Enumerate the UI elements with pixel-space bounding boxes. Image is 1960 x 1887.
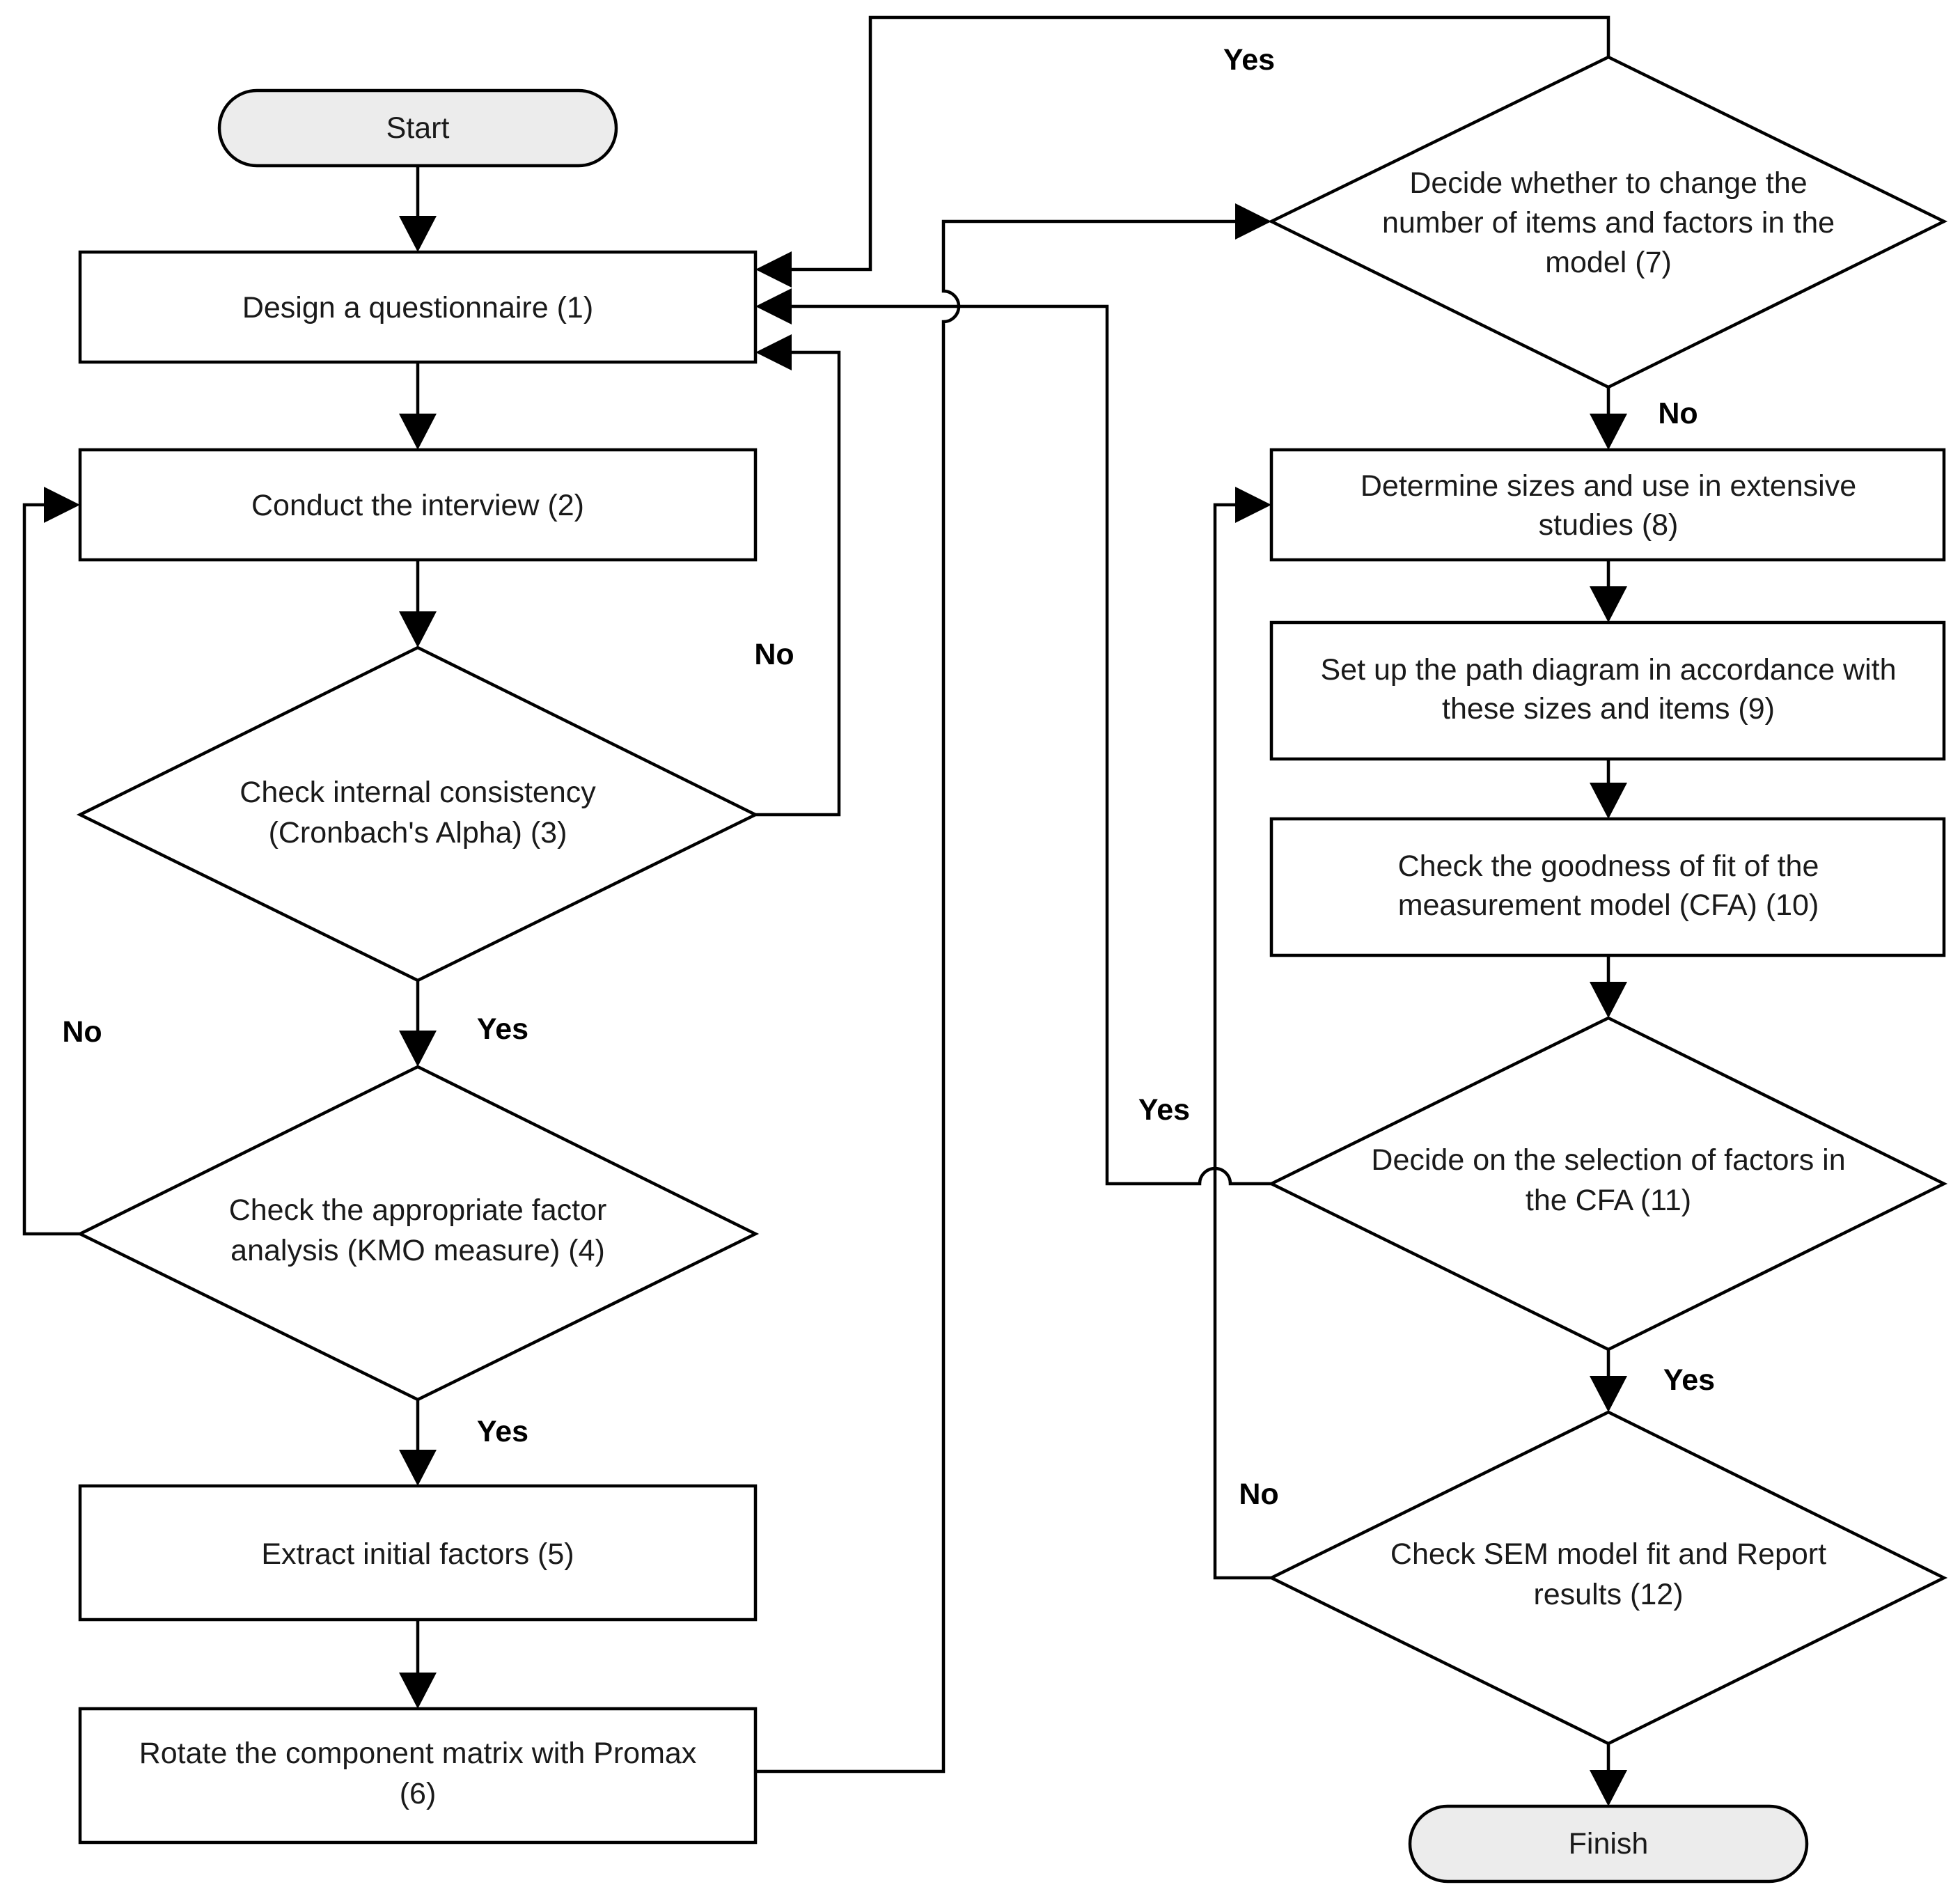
node-7-label-line2: number of items and factors in the [1382,206,1835,240]
branch-label-7-no: No [1658,397,1698,430]
node-9-label-line1: Set up the path diagram in accordance wi… [1320,653,1896,687]
branch-label-3-no: No [754,638,794,671]
node-3-label-line1: Check internal consistency [240,776,596,809]
node-1-label: Design a questionnaire (1) [242,291,593,324]
arrow-into-9 [1590,586,1627,623]
arrow-into-11 [1590,982,1627,1018]
node-10-label-line2: measurement model (CFA) (10) [1398,888,1819,922]
arrow-into-12 [1590,1376,1627,1412]
node-7-label-line1: Decide whether to change the [1409,166,1807,200]
node-6-label-line1: Rotate the component matrix with Promax [139,1737,697,1770]
node-12-label-line2: results (12) [1533,1578,1683,1611]
arrow-into-1-middle [755,288,792,324]
node-path-diagram [1269,620,1946,761]
node-11-label-line2: the CFA (11) [1526,1184,1691,1217]
node-11-label-line1: Decide on the selection of factors in [1371,1143,1845,1177]
node-4-label-line1: Check the appropriate factor [229,1193,607,1227]
branch-label-12-no: No [1239,1478,1278,1511]
connector-12-no-to-8 [1213,503,1271,1580]
branch-label-3-yes: Yes [477,1012,528,1046]
node-rotate-matrix [78,1707,758,1845]
arrow-into-finish [1590,1770,1627,1806]
branch-label-4-no: No [62,1015,102,1049]
branch-label-7-yes: Yes [1223,43,1275,77]
finish-label: Finish [1569,1827,1649,1861]
node-extract-factors [78,1484,758,1622]
node-6-label-line2: (6) [400,1777,437,1810]
node-5-label: Extract initial factors (5) [261,1537,574,1571]
branch-label-4-yes: Yes [477,1415,528,1448]
arrow-into-1-upper [755,251,792,288]
connector-7-yes-to-1 [790,15,1610,272]
node-8-label-line2: studies (8) [1539,508,1679,542]
decision-factor-analysis [76,1065,760,1402]
connector-11-yes-to-1 [790,304,1271,1186]
arrow-into-8-left [1235,487,1271,523]
arrow-into-4 [399,1031,437,1067]
arrow-into-7 [1235,203,1271,240]
connector-4-no-to-2 [22,503,80,1236]
arrow-into-1-lower [755,334,792,370]
connector-6-to-7 [755,219,1237,1774]
node-4-label-line2: analysis (KMO measure) (4) [230,1234,605,1267]
node-10-label-line1: Check the goodness of fit of the [1398,849,1819,883]
branch-label-11-yes-loop: Yes [1138,1093,1190,1127]
start-label: Start [386,111,450,145]
node-goodness-of-fit [1269,817,1946,957]
connector-3-no-to-1 [755,350,841,817]
node-determine-sizes [1269,448,1946,562]
node-12-label-line1: Check SEM model fit and Report [1390,1537,1826,1571]
arrow-into-2 [399,414,437,450]
node-2-label: Conduct the interview (2) [251,489,584,522]
arrow-into-6 [399,1673,437,1709]
arrow-into-8 [1590,414,1627,450]
decision-internal-consistency [76,645,760,982]
arrow-into-3 [399,611,437,648]
node-7-label-line3: model (7) [1545,246,1672,279]
node-9-label-line2: these sizes and items (9) [1442,692,1775,726]
branch-label-11-yes-down: Yes [1663,1363,1715,1397]
node-8-label-line1: Determine sizes and use in extensive [1361,469,1856,503]
node-3-label-line2: (Cronbach's Alpha) (3) [269,816,567,849]
node-design-questionnaire [78,250,758,364]
arrow-into-2-left [44,487,80,523]
arrow-into-10 [1590,783,1627,819]
arrow-into-5 [399,1450,437,1486]
arrow-into-1-top [399,216,437,252]
